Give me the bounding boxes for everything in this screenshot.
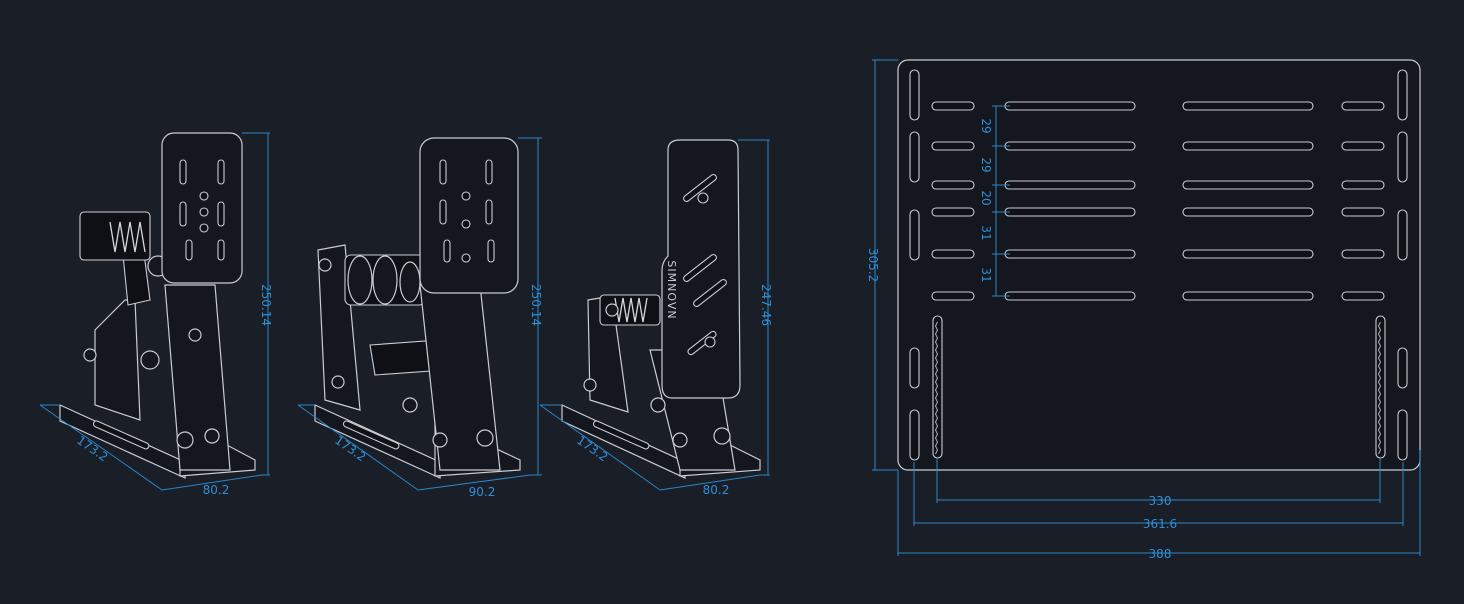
plate-edge-slots-left	[909, 69, 920, 461]
pedal-2-face-slot	[439, 199, 447, 225]
plate-width-inner-label: 330	[1149, 494, 1172, 508]
pedal-1-bolt-1	[140, 350, 160, 370]
pedal-1-face-hole	[199, 207, 209, 217]
pedal-2-bolt-5	[331, 375, 345, 389]
pedal-3-face-slot	[693, 278, 727, 308]
pedal-3-bolt-4	[672, 432, 688, 448]
pedal-1-face-slot	[217, 159, 225, 185]
plate-dimensions: 305.2 29 29 20 31 31 330 361.6 388	[866, 59, 1421, 561]
pedal-2-bolt-2	[402, 397, 418, 413]
pedal-2-bolt-1	[318, 258, 332, 272]
pedal-3-bolt-3	[713, 427, 731, 445]
pedal-1-cylinder	[79, 211, 151, 261]
pedal-2-cylinder-ring	[347, 255, 373, 305]
pedal-3-face-slot	[683, 253, 717, 283]
plate-outline	[897, 59, 1421, 471]
pedal-1-bolt-4	[83, 348, 97, 362]
pedal-1-height-label: 250.14	[259, 284, 273, 326]
pedal-3: SIMNOVN	[561, 139, 761, 479]
pedal-1-face-slot	[179, 159, 187, 185]
pedal-3-brand: SIMNOVN	[665, 260, 678, 319]
pedal-2-face-slot	[485, 159, 493, 185]
pedal-2-face-hole	[461, 219, 471, 229]
pedal-1-side-plate	[94, 299, 141, 421]
pedal-2-cylinder-ring	[372, 255, 398, 305]
pedal-1-face-slot	[217, 201, 225, 227]
pedal-2-side-plate	[317, 244, 361, 411]
plate-width-mid-label: 361.6	[1143, 517, 1177, 531]
pedal-1-face-slot	[217, 239, 225, 261]
pedal-1-face-hole	[199, 191, 209, 201]
plate-edge-slots-right	[1397, 69, 1408, 461]
pedal-2-face-slot	[439, 159, 447, 185]
pedal-2-base-slot	[342, 420, 400, 450]
pedal-1	[59, 132, 256, 479]
pedal-1-base-slot	[92, 420, 150, 450]
pedal-2-width-label: 90.2	[469, 485, 496, 499]
plate-height-label: 305.2	[866, 248, 880, 282]
pedal-1-face-slot	[179, 201, 187, 227]
pedal-1-linkage	[164, 284, 231, 471]
pedal-1-bolt-3	[204, 428, 220, 444]
pedal-3-face-hole	[697, 192, 709, 204]
pedal-1-face-hole	[199, 223, 209, 233]
row-spacing-1: 29	[979, 118, 993, 133]
pedal-1-bolt-2	[176, 431, 194, 449]
pedal-3-bolt-1	[605, 303, 619, 317]
pedal-2-face-hole	[461, 191, 471, 201]
pedal-3-spring	[614, 297, 648, 323]
pedal-3-base-slot	[592, 420, 650, 450]
pedal-3-bolt-2	[650, 397, 666, 413]
pedal-1-width-label: 80.2	[203, 483, 230, 497]
pedal-1-face-slot	[185, 239, 193, 261]
row-spacing-5: 31	[979, 267, 993, 282]
pedal-1-bolt-5	[188, 328, 202, 342]
base-plate	[897, 59, 1421, 471]
pedal-2-cylinder-ring	[399, 261, 421, 303]
pedal-2-face-plate	[419, 137, 519, 294]
pedal-2-face-slot	[443, 239, 451, 263]
pedal-2-face-slot	[487, 239, 495, 263]
pedal-2-height-label: 250.14	[529, 284, 543, 326]
pedal-2-face-slot	[485, 199, 493, 225]
pedal-2-face-hole	[461, 253, 471, 263]
pedal-3-width-label: 80.2	[703, 483, 730, 497]
pedal-2	[314, 137, 521, 479]
pedal-3-height-label: 247.46	[759, 284, 773, 326]
pedal-3-spring-housing	[599, 294, 661, 326]
row-spacing-2: 29	[979, 157, 993, 172]
pedal-3-bolt-5	[583, 378, 597, 392]
row-spacing-3: 20	[979, 190, 993, 205]
plate-slot-rows	[931, 101, 1385, 301]
pedal-2-bolt-4	[432, 432, 448, 448]
pedal-1-spring	[109, 221, 146, 253]
pedal-3-face-hole	[704, 336, 716, 348]
plate-width-outer-label: 388	[1149, 547, 1172, 561]
row-spacing-4: 31	[979, 225, 993, 240]
pedal-2-bolt-3	[476, 429, 494, 447]
pedal-3-face-slot	[683, 173, 717, 203]
